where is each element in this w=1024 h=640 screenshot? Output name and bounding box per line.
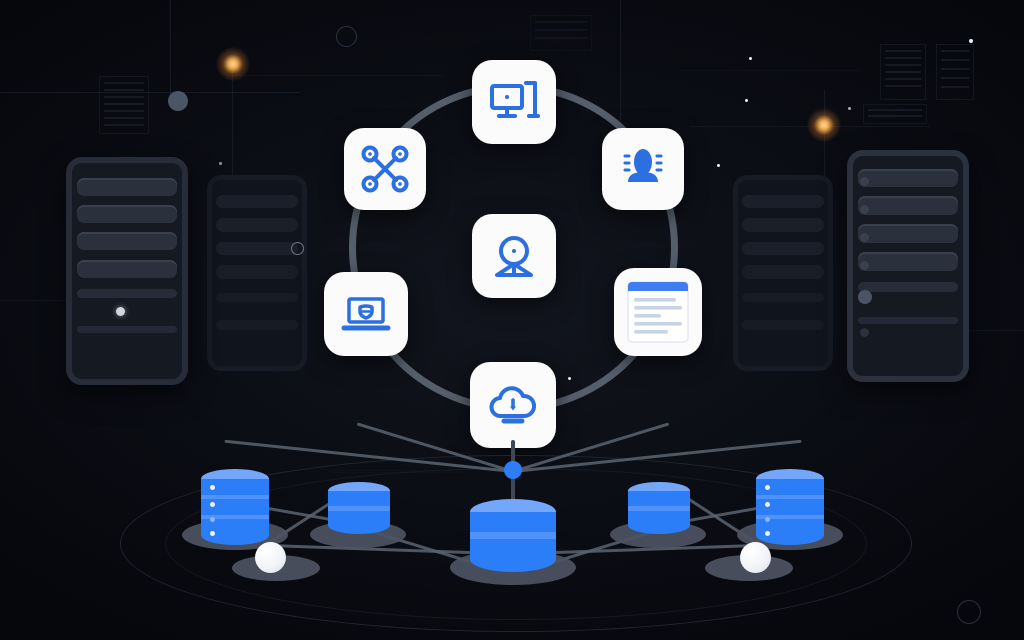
rack-led-4: [860, 261, 869, 270]
uplink-hub-node: [504, 461, 522, 479]
bg-hline-2: [233, 75, 443, 76]
database-main[interactable]: [470, 499, 556, 575]
ambient-glow-right: [807, 108, 841, 142]
bg-spark-7: [848, 107, 851, 110]
bg-ring-top: [336, 26, 357, 47]
bg-spark-1: [745, 99, 748, 102]
tile-webcam[interactable]: [472, 214, 556, 298]
bg-node-dot: [168, 91, 188, 111]
rack-led-main: [858, 290, 872, 304]
database-right-small[interactable]: [628, 482, 690, 538]
bg-panel-right-c: [863, 104, 927, 124]
bg-spark-2: [969, 39, 973, 43]
client-node-left[interactable]: [255, 542, 286, 573]
laptop-shield-icon: [340, 288, 392, 340]
tile-cloud-sync[interactable]: [470, 362, 556, 448]
database-left-tall[interactable]: [201, 469, 269, 547]
bg-spark-4: [717, 164, 720, 167]
bg-panel-right-a: [880, 44, 926, 100]
bg-panel-right-b: [936, 44, 974, 100]
bg-spark-6: [219, 162, 222, 165]
bg-hline-5: [0, 300, 90, 301]
bg-vline-2: [232, 66, 233, 186]
rack-led-1: [860, 177, 869, 186]
database-right-tall[interactable]: [756, 469, 824, 547]
ambient-glow-left: [216, 47, 250, 81]
tile-user-identity[interactable]: [602, 128, 684, 210]
bg-panel-left-a: [99, 76, 149, 134]
bg-vline-1: [170, 0, 171, 104]
bg-hline-1: [0, 92, 300, 93]
document-window-icon: [622, 276, 694, 348]
database-network-plane: [0, 420, 1024, 640]
user-identity-icon: [618, 144, 668, 194]
network-mesh-icon: [360, 144, 410, 194]
bg-spark-3: [749, 57, 752, 60]
bg-vline-3: [620, 0, 621, 165]
rack-led-2: [860, 205, 869, 214]
database-left-small[interactable]: [328, 482, 390, 538]
server-rack-right-back: [733, 175, 833, 371]
bg-panel-top-c: [530, 15, 592, 51]
cloud-sync-icon: [486, 378, 540, 432]
server-rack-right-front: [847, 150, 969, 382]
rack-power-led: [116, 307, 125, 316]
uplink-stem: [511, 440, 515, 474]
server-rack-left-front: [66, 157, 188, 385]
webcam-icon: [489, 231, 539, 281]
bg-ring-bottom-right: [957, 600, 981, 624]
bg-hline-4: [680, 70, 860, 71]
server-rack-left-back: [207, 175, 307, 371]
rack-status-ring: [291, 242, 304, 255]
rack-led-3: [860, 233, 869, 242]
ground-ellipse-outer: [120, 455, 912, 632]
tile-workstation[interactable]: [472, 60, 556, 144]
bg-hline-6: [940, 330, 1024, 331]
rack-led-5: [860, 328, 869, 337]
tile-records-document[interactable]: [614, 268, 702, 356]
monitor-desktop-icon: [488, 76, 540, 128]
tile-secure-laptop[interactable]: [324, 272, 408, 356]
tile-network-mesh[interactable]: [344, 128, 426, 210]
client-node-right[interactable]: [740, 542, 771, 573]
